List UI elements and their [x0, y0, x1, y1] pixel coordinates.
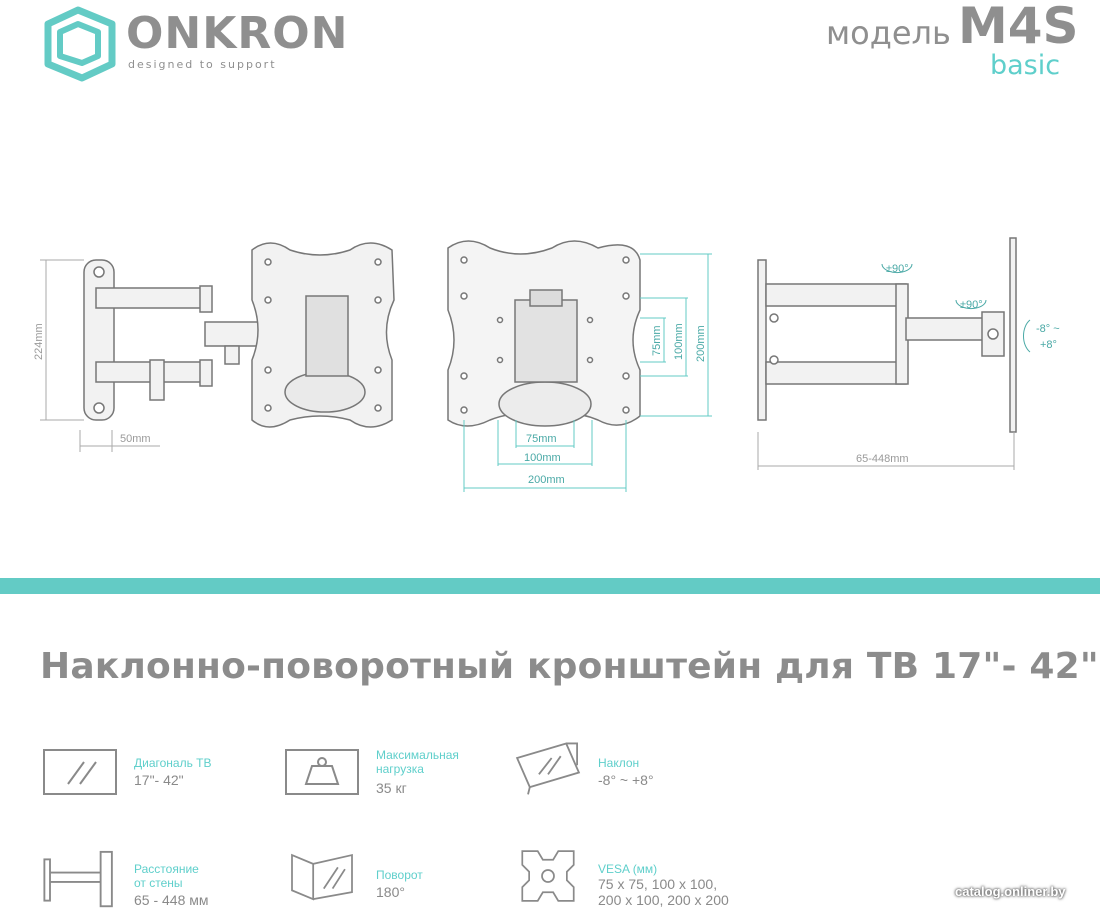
spec-swivel-label: Поворот [376, 868, 423, 882]
tilt-icon [515, 742, 581, 795]
technical-drawings: 224mm 50mm 75mm [33, 237, 1060, 492]
source-watermark: catalog.onliner.by [955, 884, 1066, 899]
swivel-icon [291, 853, 353, 901]
dim-extension: 65-448mm [856, 453, 909, 465]
brand-tagline: designed to support [128, 58, 277, 71]
spec-wall-distance-value: 65 - 448 мм [134, 892, 209, 908]
spec-max-load-value: 35 кг [376, 780, 407, 796]
top-view-drawing [757, 237, 1017, 433]
swivel-angle-1: ±90° [886, 263, 909, 275]
spec-swivel-value: 180° [376, 884, 405, 900]
dim-vesa-h-200: 200mm [528, 474, 565, 486]
model-variant: basic [990, 50, 1061, 81]
product-title: Наклонно-поворотный кронштейн для ТВ 17"… [40, 646, 1099, 687]
wall-distance-icon [43, 850, 113, 908]
dim-vesa-h-100: 100mm [524, 452, 561, 464]
front-plate-drawing [447, 240, 641, 427]
dim-vesa-v-200: 200mm [695, 325, 707, 362]
spec-diagonal-value: 17"- 42" [134, 772, 184, 788]
tv-diagonal-icon [43, 749, 117, 795]
tilt-angle-a: -8° ~ [1036, 323, 1060, 335]
model-code: M4S [958, 0, 1079, 55]
spec-wall-distance-label: Расстояние от стены [134, 862, 199, 890]
brand-name: ONKRON [126, 8, 349, 59]
spec-vesa-label: VESA (мм) [598, 862, 658, 876]
spec-diagonal-label: Диагональ ТВ [134, 756, 212, 770]
max-load-icon [285, 749, 359, 795]
model-label: модель [826, 14, 951, 52]
dim-vesa-h-75: 75mm [526, 433, 557, 445]
dim-side-depth: 50mm [120, 433, 151, 445]
spec-vesa-value: 75 x 75, 100 x 100, 200 x 100, 200 x 200 [598, 876, 729, 908]
tilt-angle-b: +8° [1040, 339, 1057, 351]
spec-tilt-value: -8° ~ +8° [598, 772, 654, 788]
swivel-angle-2: ±90° [960, 299, 983, 311]
spec-tilt-label: Наклон [598, 756, 640, 770]
accent-band [0, 578, 1100, 594]
vesa-icon [521, 850, 575, 902]
spec-max-load-label: Максимальная нагрузка [376, 748, 459, 776]
dim-vesa-v-75: 75mm [651, 325, 663, 356]
side-view-drawing [83, 242, 395, 428]
dim-vesa-v-100: 100mm [673, 323, 685, 360]
onkron-logo-icon [44, 6, 116, 82]
dim-side-height: 224mm [33, 323, 45, 360]
